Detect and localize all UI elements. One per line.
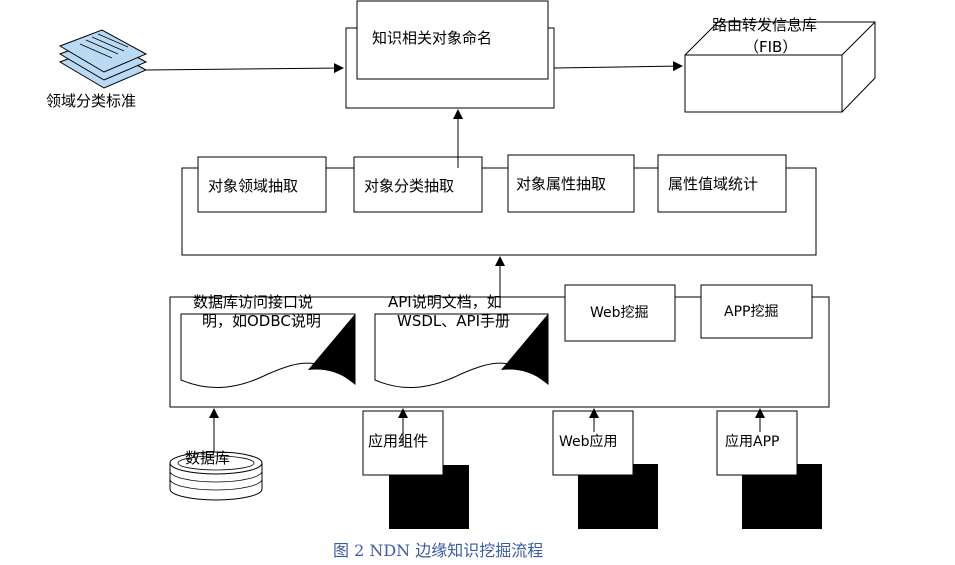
api-doc [374,313,549,388]
app-box: 应用APP [716,410,822,529]
database-cylinder-icon [169,451,263,501]
app-mining-box: APP挖掘 [700,284,813,339]
extract-attr-label: 对象属性抽取 [516,175,606,193]
web-app-box: Web应用 [552,410,658,529]
db-doc-label-line1: 数据库访问接口说 [193,293,313,311]
database-label: 数据库 [185,449,230,467]
app-component-label: 应用组件 [368,432,428,450]
3d-box-icon [684,21,876,113]
extract-attr-box: 对象属性抽取 [507,154,635,213]
extract-domain-box: 对象领域抽取 [197,156,327,213]
stacked-documents-icon [58,29,148,89]
fib-label-line2: （FIB） [744,38,797,56]
fib-label-line1: 路由转发信息库 [712,16,817,34]
extract-domain-label: 对象领域抽取 [208,177,298,195]
db-doc-label-line2: 明，如ODBC说明 [202,312,321,330]
attr-stats-label: 属性值域统计 [668,175,758,193]
app-mining-label: APP挖掘 [724,304,778,320]
api-doc-label-line1: API说明文档，如 [388,293,502,311]
attr-stats-box: 属性值域统计 [657,154,787,213]
naming-label: 知识相关对象命名 [372,29,492,47]
arrow-naming-to-fib [553,61,683,72]
figure-caption: 图 2 NDN 边缘知识挖掘流程 [333,541,543,560]
arrow-taxonomy-to-naming [145,63,344,74]
extract-class-label: 对象分类抽取 [364,177,454,195]
db-doc [180,313,356,388]
web-app-label: Web应用 [559,433,618,450]
taxonomy-label: 领域分类标准 [46,92,136,110]
web-mining-label: Web挖掘 [590,305,649,321]
api-doc-label-line2: WSDL、API手册 [397,312,510,330]
app-label: 应用APP [725,433,779,450]
naming-box: 知识相关对象命名 [345,0,555,109]
app-component-box: 应用组件 [362,410,469,529]
extract-class-box: 对象分类抽取 [353,156,483,213]
web-mining-box: Web挖掘 [564,284,676,342]
